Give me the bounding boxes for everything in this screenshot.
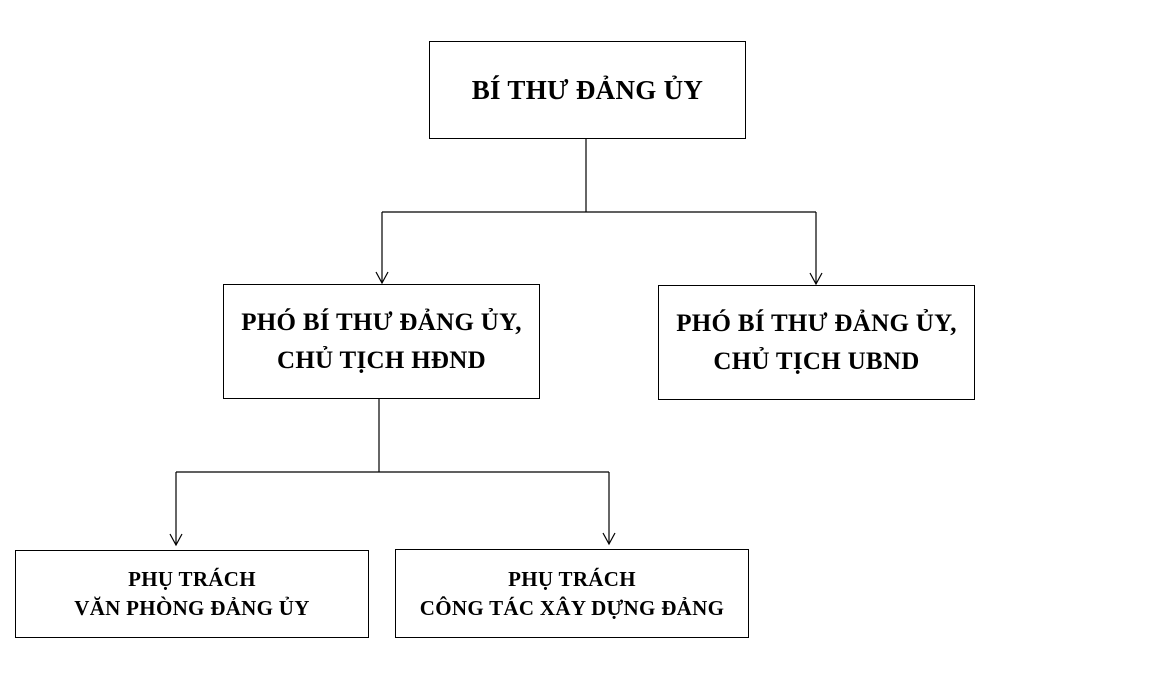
node-label-line-2: CHỦ TỊCH UBND bbox=[713, 347, 920, 375]
node-label-line-2: CHỦ TỊCH HĐND bbox=[276, 346, 486, 374]
node-label-line-1: PHÓ BÍ THƯ ĐẢNG ỦY, bbox=[676, 309, 957, 337]
arrow-head-hdnd bbox=[375, 271, 389, 285]
node-label-line-1: PHÓ BÍ THƯ ĐẢNG ỦY, bbox=[241, 308, 522, 336]
arrow-head-office bbox=[169, 533, 183, 547]
node-label-line-1: PHỤ TRÁCH bbox=[508, 566, 636, 591]
arrow-head-party bbox=[602, 532, 616, 546]
arrow-head-ubnd bbox=[809, 272, 823, 286]
node-deputy-secretary-hdnd: PHÓ BÍ THƯ ĐẢNG ỦY, CHỦ TỊCH HĐND bbox=[223, 284, 540, 399]
node-party-building: PHỤ TRÁCH CÔNG TÁC XÂY DỰNG ĐẢNG bbox=[395, 549, 749, 638]
node-party-office: PHỤ TRÁCH VĂN PHÒNG ĐẢNG ỦY bbox=[15, 550, 369, 638]
node-label: BÍ THƯ ĐẢNG ỦY bbox=[471, 74, 704, 105]
node-party-secretary: BÍ THƯ ĐẢNG ỦY bbox=[429, 41, 746, 139]
node-deputy-secretary-ubnd: PHÓ BÍ THƯ ĐẢNG ỦY, CHỦ TỊCH UBND bbox=[658, 285, 975, 400]
node-label-line-1: PHỤ TRÁCH bbox=[128, 567, 256, 591]
node-label-line-2: VĂN PHÒNG ĐẢNG ỦY bbox=[74, 596, 310, 620]
node-label-line-2: CÔNG TÁC XÂY DỰNG ĐẢNG bbox=[419, 595, 725, 620]
